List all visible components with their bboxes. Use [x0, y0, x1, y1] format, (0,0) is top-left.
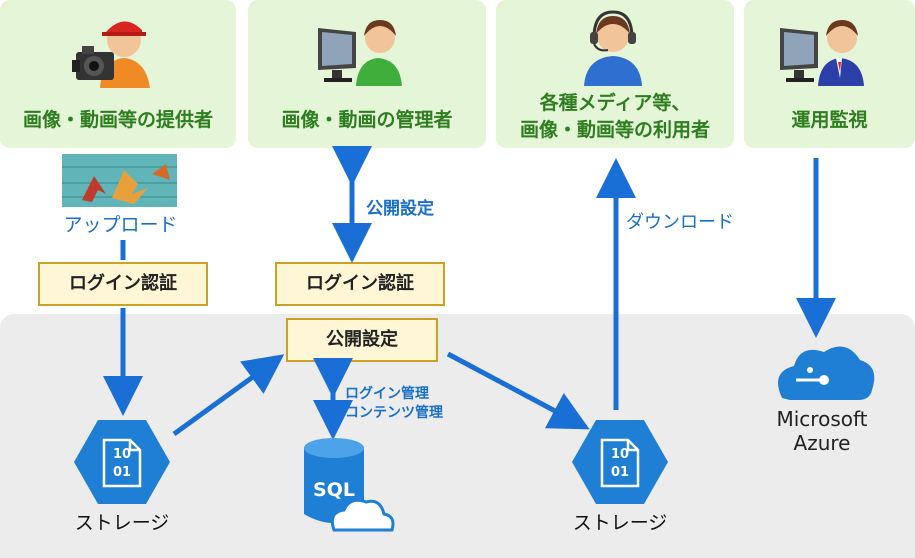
role-provider: 画像・動画等の提供者	[0, 0, 236, 148]
storage-left-code1: 10	[113, 447, 131, 462]
public-setting-box: 公開設定	[286, 318, 438, 362]
login-auth-left-box: ログイン認証	[38, 262, 208, 306]
upload-label: アップロード	[63, 214, 178, 236]
download-label: ダウンロード	[626, 212, 734, 233]
db-note-line2: コンテンツ管理	[345, 405, 443, 421]
role-provider-label: 画像・動画等の提供者	[22, 109, 213, 131]
sql-label: SQL	[313, 479, 355, 501]
operator-headset-icon	[584, 10, 642, 86]
arrow-storage-public	[172, 354, 285, 437]
db-note: ログイン管理 コンテンツ管理	[345, 385, 443, 423]
public-setting-top-label: 公開設定	[366, 199, 434, 219]
storage-right-code1: 10	[611, 447, 629, 462]
monitor-computer-icon	[780, 20, 864, 86]
storage-right-icon: 10 01	[572, 420, 668, 504]
sql-database-icon: SQL	[304, 438, 395, 532]
role-monitor: 運用監視	[744, 0, 915, 148]
role-admin: 画像・動画の管理者	[248, 0, 486, 148]
azure-label-line2: Azure	[793, 431, 851, 455]
arrow-public-storage	[446, 351, 590, 430]
role-user: 各種メディア等、 画像・動画等の利用者	[496, 0, 734, 148]
leaf-thumbnail-image	[62, 154, 177, 207]
azure-label-line1: Microsoft	[776, 407, 868, 431]
role-user-label-line2: 画像・動画等の利用者	[519, 119, 710, 141]
storage-left-code2: 01	[113, 465, 131, 480]
role-monitor-label: 運用監視	[791, 109, 868, 131]
storage-right-label: ストレージ	[572, 512, 668, 534]
storage-left-icon: 10 01	[74, 420, 170, 504]
azure-label: Microsoft Azure	[752, 407, 892, 455]
storage-left-label: ストレージ	[74, 512, 170, 534]
db-note-line1: ログイン管理	[345, 386, 429, 402]
admin-computer-icon	[318, 20, 402, 86]
storage-right-code2: 01	[611, 465, 629, 480]
role-user-label-line1: 各種メディア等、	[539, 92, 691, 114]
role-admin-label: 画像・動画の管理者	[281, 109, 453, 131]
azure-cloud-icon	[778, 346, 875, 400]
login-auth-mid-box: ログイン認証	[275, 262, 445, 306]
photographer-icon	[72, 21, 150, 88]
